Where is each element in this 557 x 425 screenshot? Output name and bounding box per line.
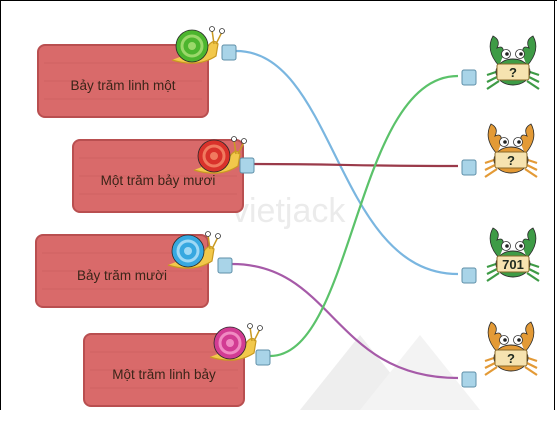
tin-can-phone-icon — [461, 371, 477, 388]
watermark-text: vietjack — [232, 192, 346, 230]
snail-sign-2[interactable]: Một trăm bảy mươi — [72, 136, 255, 213]
sign-label: Bảy trăm mười — [77, 268, 167, 283]
crab-claw-icon — [520, 123, 535, 155]
wire-layer — [231, 49, 459, 380]
crab-4[interactable]: ? — [461, 321, 538, 388]
crab-claw-icon — [487, 321, 502, 353]
crab-claw-icon — [522, 227, 537, 259]
sign-label: Bảy trăm linh một — [70, 78, 175, 93]
snail-icon — [167, 231, 221, 269]
crab-answer-text: ? — [507, 351, 515, 366]
tin-can-phone-icon — [221, 44, 237, 61]
crab-answer-box[interactable] — [496, 255, 530, 273]
crab-answer-text: 701 — [502, 257, 524, 272]
snail-icon — [209, 323, 263, 361]
crab-1[interactable]: ? — [461, 35, 540, 90]
tin-can-phone-icon — [255, 349, 271, 366]
crab-claw-icon — [487, 123, 502, 155]
crab-answer-box[interactable] — [494, 349, 528, 367]
wooden-sign-board — [83, 333, 245, 407]
wooden-sign-board — [35, 234, 209, 308]
crab-answer-box[interactable] — [496, 63, 530, 81]
snail-sign-4[interactable]: Một trăm linh bảy — [83, 323, 271, 407]
crab-column: ?? 701? — [461, 35, 540, 388]
sign-label: Một trăm linh bảy — [112, 367, 216, 382]
tin-can-phone-icon — [461, 267, 477, 284]
crab-claw-icon — [489, 35, 504, 67]
crab-2[interactable]: ? — [461, 123, 538, 178]
crab-claw-icon — [522, 35, 537, 67]
connecting-wire[interactable] — [253, 162, 459, 168]
crab-answer-text: ? — [509, 65, 517, 80]
tin-can-phone-icon — [461, 69, 477, 86]
connecting-wire[interactable] — [231, 262, 459, 380]
tin-can-phone-icon — [239, 157, 255, 174]
snail-sign-3[interactable]: Bảy trăm mười — [35, 231, 233, 308]
connecting-wire[interactable] — [235, 49, 459, 276]
snail-icon — [171, 26, 225, 64]
wooden-sign-board — [37, 44, 209, 118]
frame-top-border — [0, 0, 557, 1]
tin-can-phone-icon — [217, 257, 233, 274]
watermark-logo: vietjack — [232, 192, 480, 410]
frame-left-border — [0, 0, 1, 410]
crab-answer-text: ? — [507, 153, 515, 168]
crab-3[interactable]: 701 — [461, 227, 540, 284]
tin-can-phone-icon — [461, 159, 477, 176]
snail-icon — [193, 136, 247, 174]
crab-claw-icon — [520, 321, 535, 353]
frame-right-border — [554, 0, 555, 410]
sign-label: Một trăm bảy mươi — [101, 173, 216, 188]
connecting-wire[interactable] — [269, 74, 459, 358]
crab-answer-box[interactable] — [494, 151, 528, 169]
crab-claw-icon — [489, 227, 504, 259]
snail-sign-1[interactable]: Bảy trăm linh một — [37, 26, 237, 118]
